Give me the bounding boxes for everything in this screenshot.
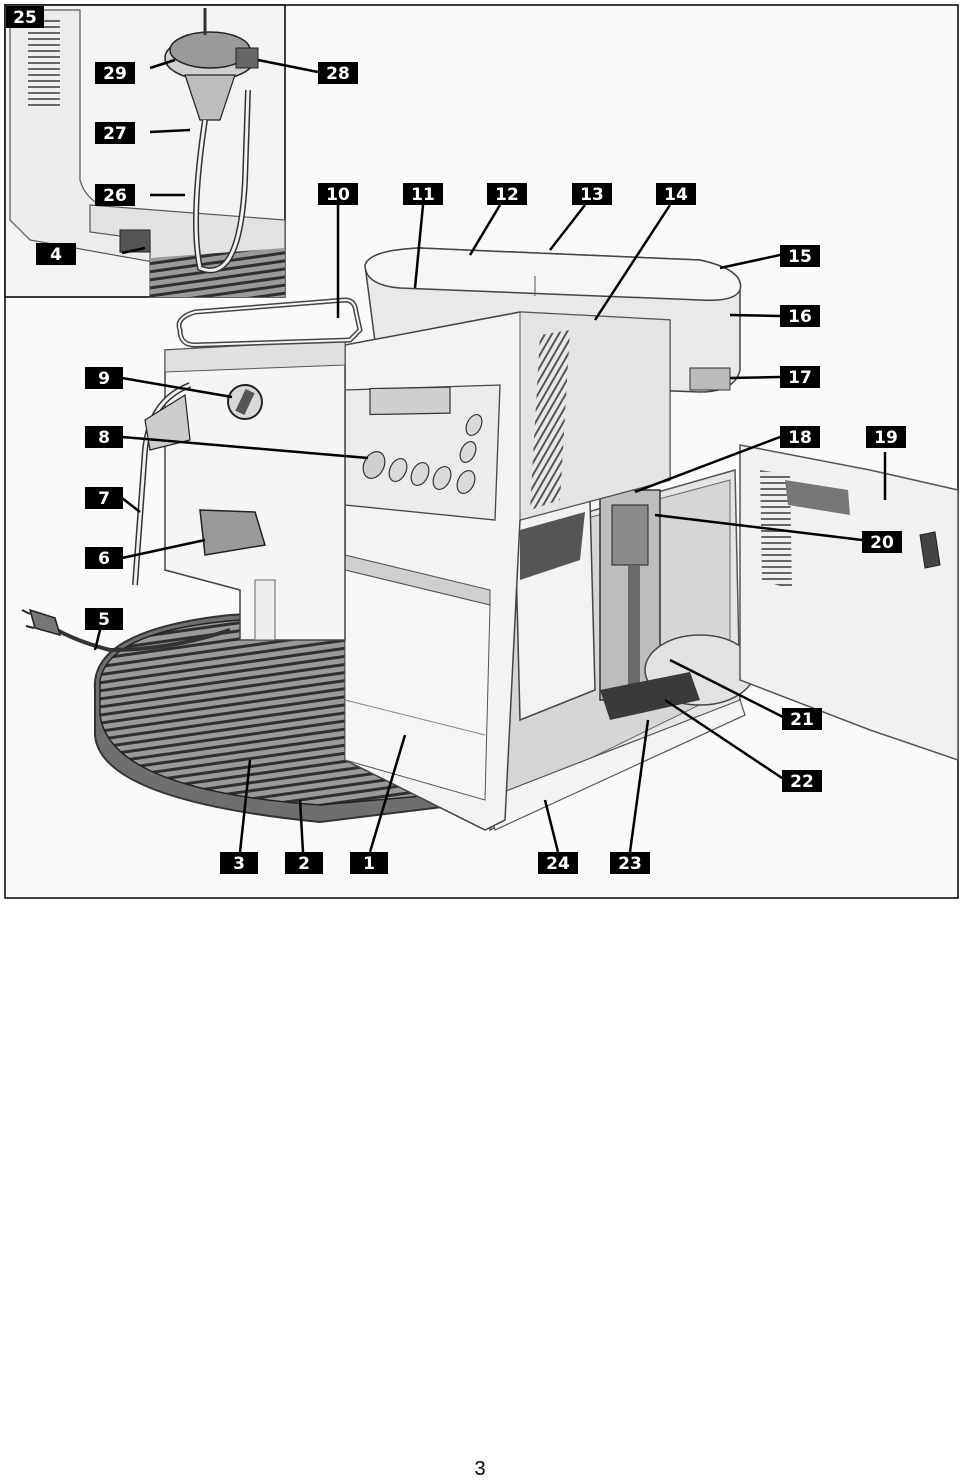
callout-27: 27 (95, 122, 135, 144)
callout-8: 8 (85, 426, 123, 448)
machine-right-housing (487, 469, 756, 832)
svg-text:25: 25 (13, 8, 37, 28)
svg-text:9: 9 (98, 369, 110, 389)
svg-text:20: 20 (870, 533, 894, 553)
door-latch (919, 531, 941, 569)
callout-28: 28 (318, 62, 358, 84)
callout-20: 20 (862, 531, 902, 553)
callout-13: 13 (572, 183, 612, 205)
callout-6: 6 (85, 547, 123, 569)
callout-24: 24 (538, 852, 578, 874)
svg-text:7: 7 (98, 489, 110, 509)
svg-text:8: 8 (98, 428, 110, 448)
display-screen (369, 386, 451, 416)
svg-text:13: 13 (580, 185, 604, 205)
svg-text:1: 1 (363, 854, 375, 874)
callout-26: 26 (95, 184, 135, 206)
svg-text:3: 3 (233, 854, 245, 874)
svg-text:16: 16 (788, 307, 812, 327)
machine-left-module (132, 339, 346, 641)
callout-9: 9 (85, 367, 123, 389)
svg-text:2: 2 (298, 854, 310, 874)
callout-4: 4 (36, 243, 76, 265)
page-number: 3 (474, 1458, 486, 1480)
svg-text:22: 22 (790, 772, 814, 792)
svg-text:10: 10 (326, 185, 350, 205)
callout-5: 5 (85, 608, 123, 630)
svg-text:24: 24 (546, 854, 570, 874)
callout-29: 29 (95, 62, 135, 84)
svg-text:29: 29 (103, 64, 127, 84)
svg-text:4: 4 (50, 245, 62, 265)
callout-3: 3 (220, 852, 258, 874)
callout-11: 11 (403, 183, 443, 205)
callout-7: 7 (85, 487, 123, 509)
control-buttons (362, 414, 483, 494)
callout-18: 18 (780, 426, 820, 448)
svg-text:19: 19 (874, 428, 898, 448)
svg-text:15: 15 (788, 247, 812, 267)
svg-text:21: 21 (790, 710, 814, 730)
callout-14: 14 (656, 183, 696, 205)
svg-text:27: 27 (103, 124, 127, 144)
leader-lines (93, 58, 887, 853)
svg-text:26: 26 (103, 186, 127, 206)
svg-text:12: 12 (495, 185, 519, 205)
callout-2: 2 (285, 852, 323, 874)
callout-21: 21 (782, 708, 822, 730)
machine-main-body (344, 311, 671, 831)
callout-15: 15 (780, 245, 820, 267)
svg-text:23: 23 (618, 854, 642, 874)
callout-23: 23 (610, 852, 650, 874)
svg-text:14: 14 (664, 185, 688, 205)
callout-10: 10 (318, 183, 358, 205)
callout-25: 25 (6, 6, 44, 28)
svg-text:6: 6 (98, 549, 110, 569)
svg-text:5: 5 (98, 610, 110, 630)
callout-16: 16 (780, 305, 820, 327)
callout-19: 19 (866, 426, 906, 448)
power-cord (21, 608, 231, 653)
svg-text:11: 11 (411, 185, 435, 205)
callout-1: 1 (350, 852, 388, 874)
callout-17: 17 (780, 366, 820, 388)
svg-text:17: 17 (788, 368, 812, 388)
callout-22: 22 (782, 770, 822, 792)
callout-labels: 1 2 3 4 5 6 7 8 9 10 11 12 13 14 15 16 1… (6, 6, 906, 874)
svg-text:18: 18 (788, 428, 812, 448)
coffee-machine-diagram: 1 2 3 4 5 6 7 8 9 10 11 12 13 14 15 16 1… (4, 4, 959, 899)
callout-12: 12 (487, 183, 527, 205)
svg-text:28: 28 (326, 64, 350, 84)
